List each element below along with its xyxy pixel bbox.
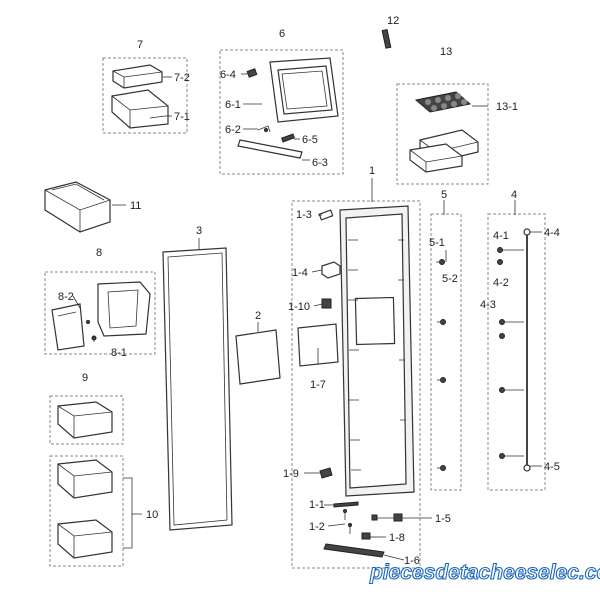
label-5: 5 (441, 189, 447, 201)
label-6-5: 6-5 (302, 134, 318, 146)
label-1-7: 1-7 (310, 379, 326, 391)
label-6-2: 6-2 (225, 124, 241, 136)
part-2-dispenser-gasket (235, 329, 281, 385)
group-box-1 (291, 200, 421, 569)
label-1-3: 1-3 (296, 209, 312, 221)
part-12-rod (381, 28, 392, 49)
part-7-1-basket (111, 89, 169, 129)
group-box-5 (430, 213, 462, 491)
part-1-6-handle-strip (323, 543, 385, 558)
group-box-8 (44, 271, 156, 355)
watermark-logo: piecesdetacheeselec.com (369, 561, 600, 584)
group-box-6 (219, 49, 344, 175)
label-4-3: 4-3 (480, 299, 496, 311)
label-4: 4 (511, 189, 517, 201)
group-box-9 (49, 395, 124, 445)
part-5-rail-clips (436, 259, 446, 471)
label-3: 3 (196, 225, 202, 237)
part-10-bin-lower (57, 519, 113, 559)
label-2: 2 (255, 310, 261, 322)
part-8-1-screw (91, 335, 97, 342)
label-13: 13 (440, 46, 452, 58)
label-12: 12 (387, 15, 399, 27)
label-1-10: 1-10 (288, 301, 310, 313)
label-8: 8 (96, 247, 102, 259)
label-11: 11 (130, 200, 141, 212)
label-4-5: 4-5 (544, 461, 560, 473)
label-6-4: 6-4 (220, 69, 236, 81)
group-box-4 (487, 213, 546, 491)
group-box-13 (396, 83, 489, 185)
label-1-9: 1-9 (283, 468, 299, 480)
part-1-8-sensor (361, 532, 371, 540)
part-1-7-seal (297, 323, 339, 367)
part-1-10-clip (321, 298, 332, 309)
label-1-6: 1-6 (404, 555, 420, 567)
label-6: 6 (279, 28, 285, 40)
part-1-9-block (319, 467, 333, 479)
label-1-1: 1-1 (309, 499, 325, 511)
label-1: 1 (369, 165, 375, 177)
part-6-4-small-part (246, 68, 258, 78)
part-1-5-cable (371, 513, 403, 522)
label-5-1: 5-1 (429, 237, 445, 249)
part-1-1-rod (333, 501, 359, 508)
label-6-3: 6-3 (312, 157, 328, 169)
part-11-door-bin (44, 181, 111, 233)
part-6-2-clip (257, 125, 271, 133)
part-3-door-gasket (162, 247, 233, 531)
group-box-7 (102, 57, 188, 134)
label-6-1: 6-1 (225, 99, 241, 111)
label-8-1: 8-1 (111, 347, 127, 359)
label-1-2: 1-2 (309, 521, 325, 533)
label-4-2: 4-2 (493, 277, 509, 289)
part-1-3-small-part (318, 209, 334, 221)
part-6-3-strip (237, 139, 303, 159)
part-8-basket (97, 281, 151, 337)
label-4-1: 4-1 (493, 230, 509, 242)
part-13-bin-lower (409, 143, 463, 173)
label-10: 10 (146, 509, 158, 521)
label-13-1: 13-1 (496, 101, 518, 113)
label-7-1: 7-1 (174, 111, 190, 123)
label-8-2: 8-2 (58, 291, 74, 303)
label-1-5: 1-5 (435, 513, 451, 525)
part-7-2-cover (112, 64, 163, 89)
label-7-2: 7-2 (174, 72, 190, 84)
part-9-bin (57, 401, 113, 439)
part-1-2-screws (343, 509, 352, 534)
part-13-1-egg-tray (414, 91, 472, 113)
group-box-10 (49, 455, 124, 567)
label-9: 9 (82, 372, 88, 384)
label-4-4: 4-4 (544, 227, 560, 239)
part-10-bin-upper (57, 459, 113, 499)
part-6-1-dispenser-frame (269, 57, 339, 123)
part-4-hinge-rod (497, 228, 531, 472)
part-1-door-liner (339, 205, 415, 497)
label-1-4: 1-4 (292, 267, 308, 279)
part-8-2-bracket (51, 303, 85, 351)
label-5-2: 5-2 (442, 273, 458, 285)
label-1-8: 1-8 (389, 532, 405, 544)
part-1-4-block (321, 261, 341, 279)
label-7: 7 (137, 39, 143, 51)
part-6-5-button (281, 133, 295, 143)
